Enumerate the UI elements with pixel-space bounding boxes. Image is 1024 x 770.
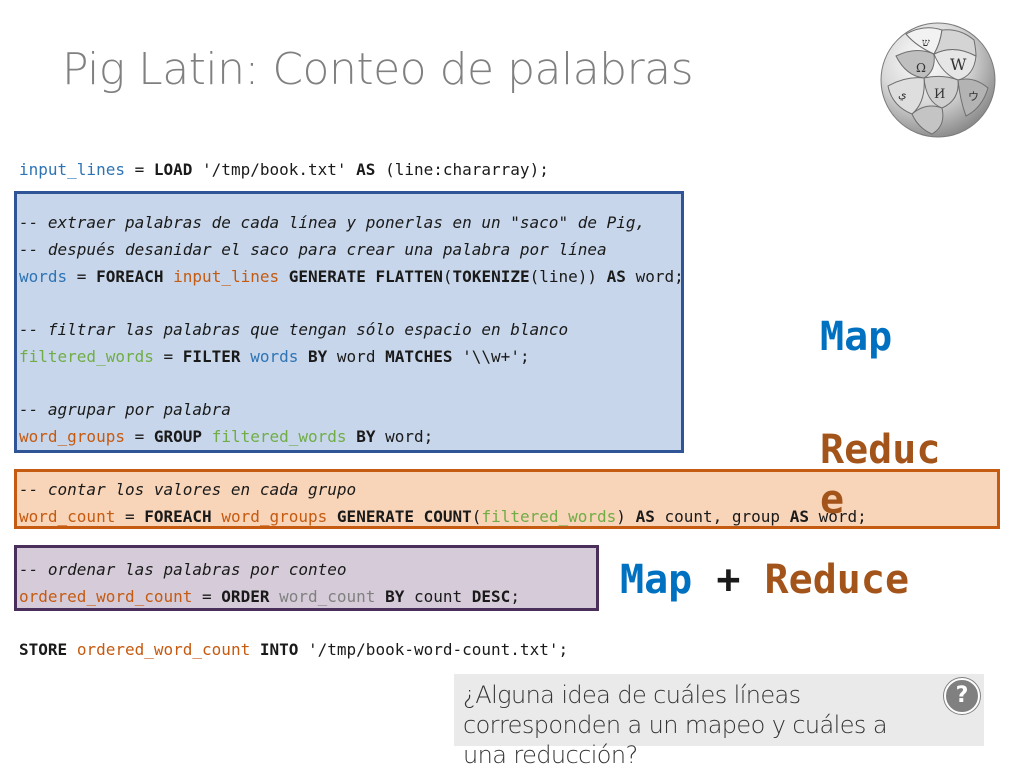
code-line-words: words = FOREACH input_lines GENERATE FLA… <box>19 267 684 286</box>
code-comment-extract: -- extraer palabras de cada línea y pone… <box>19 213 646 232</box>
code-line-word-groups: word_groups = GROUP filtered_words BY wo… <box>19 427 434 446</box>
wikipedia-globe-icon: W Ω И ウ ي ש <box>880 22 996 138</box>
code-line-filtered-words: filtered_words = FILTER words BY word MA… <box>19 347 530 366</box>
reduce-label: Reduc <box>820 427 941 473</box>
question-text: ¿Alguna idea de cuáles líneas correspond… <box>463 681 888 769</box>
code-line-ordered-word-count: ordered_word_count = ORDER word_count BY… <box>19 587 520 606</box>
map-label: Map <box>820 314 893 360</box>
svg-text:W: W <box>950 55 967 74</box>
reduce-highlight-box <box>14 469 1000 529</box>
code-comment-order: -- ordenar las palabras por conteo <box>19 560 347 579</box>
question-box: ¿Alguna idea de cuáles líneas correspond… <box>454 674 984 769</box>
svg-text:Ω: Ω <box>916 61 926 75</box>
map-reduce-label: Map + Reduce <box>620 557 910 603</box>
svg-text:И: И <box>934 87 945 102</box>
map-reduce-highlight-box <box>14 545 599 611</box>
slide-title: Pig Latin: Conteo de palabras <box>62 44 694 95</box>
svg-text:ي: ي <box>898 88 907 101</box>
code-comment-group: -- agrupar por palabra <box>19 400 231 419</box>
reduce-label-wrap: e <box>820 477 845 523</box>
map-highlight-box <box>14 191 684 453</box>
svg-text:ש: ש <box>922 36 930 49</box>
code-line-load: input_lines = LOAD '/tmp/book.txt' AS (l… <box>19 160 549 179</box>
code-comment-count: -- contar los valores en cada grupo <box>19 480 357 499</box>
code-line-word-count: word_count = FOREACH word_groups GENERAT… <box>19 507 867 526</box>
code-comment-filter: -- filtrar las palabras que tengan sólo … <box>19 320 569 339</box>
code-line-store: STORE ordered_word_count INTO '/tmp/book… <box>19 640 569 659</box>
svg-text:ウ: ウ <box>968 90 979 103</box>
question-mark-icon: ? <box>944 678 980 714</box>
code-comment-flatten: -- después desanidar el saco para crear … <box>19 240 607 259</box>
